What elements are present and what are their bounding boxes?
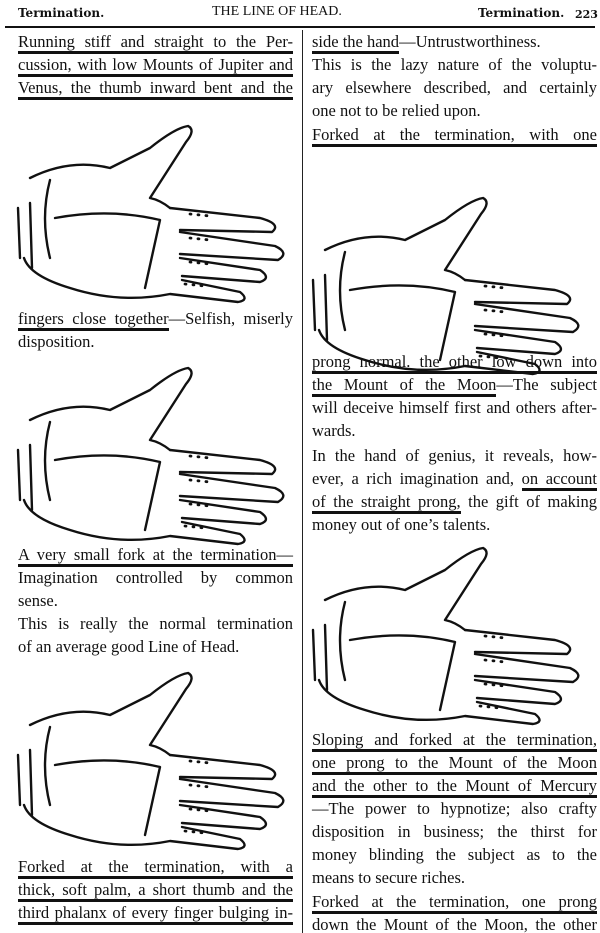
text: This is the lazy nature of the voluptu- bbox=[312, 55, 597, 74]
underlined-text: one prong to the Mount of the Moon bbox=[312, 753, 597, 775]
text-line: ever, a rich imagination and, on account bbox=[312, 469, 597, 491]
text: the gift of making bbox=[460, 492, 597, 511]
text: disposition. bbox=[18, 332, 95, 351]
text-line: cussion, with low Mounts of Jupiter and bbox=[18, 55, 293, 77]
text-line: disposition. bbox=[18, 332, 293, 352]
text: In the hand of genius, it reveals, how- bbox=[312, 446, 597, 465]
text-line: wards. bbox=[312, 421, 597, 441]
underlined-text: Running stiff and straight to the Per- bbox=[18, 32, 293, 54]
text-line: third phalanx of every finger bulging in… bbox=[18, 903, 293, 925]
text: —The subject bbox=[496, 375, 597, 394]
text: Imagination controlled by common bbox=[18, 568, 293, 587]
text-line: fingers close together—Selfish, miserly bbox=[18, 309, 293, 331]
text-line: down the Mount of the Moon, the other bbox=[312, 915, 597, 933]
text: —The power to hypnotize; also crafty bbox=[312, 799, 597, 818]
text: This is really the normal termination bbox=[18, 614, 293, 633]
text-line: Forked at the termination, with one bbox=[312, 125, 597, 147]
text: money blinding the subject as to the bbox=[312, 845, 597, 864]
text: money out of one’s talents. bbox=[312, 515, 491, 534]
column-divider bbox=[302, 30, 303, 933]
text-line: Forked at the termination, with a bbox=[18, 857, 293, 879]
text-line: one not to be relied upon. bbox=[312, 101, 597, 121]
text-line: of the straight prong, the gift of makin… bbox=[312, 492, 597, 514]
text: will deceive himself first and others af… bbox=[312, 398, 597, 417]
underlined-text: Forked at the termination, with a bbox=[18, 857, 293, 879]
palm-illustration bbox=[16, 124, 285, 304]
text-line: of an average good Line of Head. bbox=[18, 637, 293, 657]
underlined-text: cussion, with low Mounts of Jupiter and bbox=[18, 55, 293, 77]
underlined-text: Venus, the thumb inward bent and the bbox=[18, 78, 293, 100]
underlined-text: down the Mount of the Moon, the other bbox=[312, 915, 597, 933]
underlined-text: thick, soft palm, a short thumb and the bbox=[18, 880, 293, 902]
running-head-left: Termination. bbox=[18, 6, 105, 20]
text-line: sense. bbox=[18, 591, 293, 611]
underlined-text: prong normal. the other low down into bbox=[312, 352, 597, 374]
text: —Untrustworthiness. bbox=[399, 32, 541, 51]
text-line: Venus, the thumb inward bent and the bbox=[18, 78, 293, 100]
underlined-text: Forked at the termination, with one bbox=[312, 125, 597, 147]
header-rule bbox=[5, 26, 595, 28]
underlined-text: on account bbox=[521, 469, 597, 491]
text-line: money blinding the subject as to the bbox=[312, 845, 597, 865]
text: sense. bbox=[18, 591, 58, 610]
running-head-title: THE LINE OF HEAD. bbox=[212, 4, 342, 19]
text: of an average good Line of Head. bbox=[18, 637, 240, 656]
text-line: In the hand of genius, it reveals, how- bbox=[312, 446, 597, 466]
text-line: —The power to hypnotize; also crafty bbox=[312, 799, 597, 819]
underlined-text: of the straight prong, bbox=[312, 492, 461, 514]
text-line: thick, soft palm, a short thumb and the bbox=[18, 880, 293, 902]
text: wards. bbox=[312, 421, 356, 440]
underlined-text: fingers close together bbox=[18, 309, 169, 331]
text-line: This is the lazy nature of the voluptu- bbox=[312, 55, 597, 75]
text: ever, a rich imagination and, bbox=[312, 469, 522, 488]
text-line: one prong to the Mount of the Moon bbox=[312, 753, 597, 775]
palm-illustration bbox=[311, 546, 580, 726]
underlined-text: side the hand bbox=[312, 32, 400, 54]
underlined-text: Sloping and forked at the termination, bbox=[312, 730, 597, 752]
underlined-text: Forked at the termination, one prong bbox=[312, 892, 597, 914]
text-line: Forked at the termination, one prong bbox=[312, 892, 597, 914]
text-line: money out of one’s talents. bbox=[312, 515, 597, 535]
text-line: A very small fork at the termination— bbox=[18, 545, 293, 567]
page-number: 223 bbox=[575, 8, 598, 21]
underlined-text: A very small fork at the termination— bbox=[18, 545, 293, 567]
text-line: prong normal. the other low down into bbox=[312, 352, 597, 374]
text-line: means to secure riches. bbox=[312, 868, 597, 888]
palm-illustration bbox=[16, 671, 285, 851]
text-line: disposition in business; the thirst for bbox=[312, 822, 597, 842]
text-line: ary elsewhere described, and certainly bbox=[312, 78, 597, 98]
text-line: Running stiff and straight to the Per- bbox=[18, 32, 293, 54]
palm-illustration bbox=[311, 196, 580, 376]
text-line: Imagination controlled by common bbox=[18, 568, 293, 588]
underlined-text: the Mount of the Moon bbox=[312, 375, 497, 397]
text-line: and the other to the Mount of Mercury bbox=[312, 776, 597, 798]
text-line: the Mount of the Moon—The subject bbox=[312, 375, 597, 397]
text-line: Sloping and forked at the termination, bbox=[312, 730, 597, 752]
text: disposition in business; the thirst for bbox=[312, 822, 597, 841]
underlined-text: and the other to the Mount of Mercury bbox=[312, 776, 597, 798]
text-line: will deceive himself first and others af… bbox=[312, 398, 597, 418]
running-head-right: Termination. bbox=[478, 6, 565, 20]
text-line: side the hand—Untrustworthiness. bbox=[312, 32, 597, 54]
underlined-text: third phalanx of every finger bulging in… bbox=[18, 903, 293, 925]
text: ary elsewhere described, and certainly bbox=[312, 78, 597, 97]
text: one not to be relied upon. bbox=[312, 101, 481, 120]
text-line: This is really the normal termination bbox=[18, 614, 293, 634]
text: —Selfish, miserly bbox=[168, 309, 293, 328]
text: means to secure riches. bbox=[312, 868, 466, 887]
palm-illustration bbox=[16, 366, 285, 546]
